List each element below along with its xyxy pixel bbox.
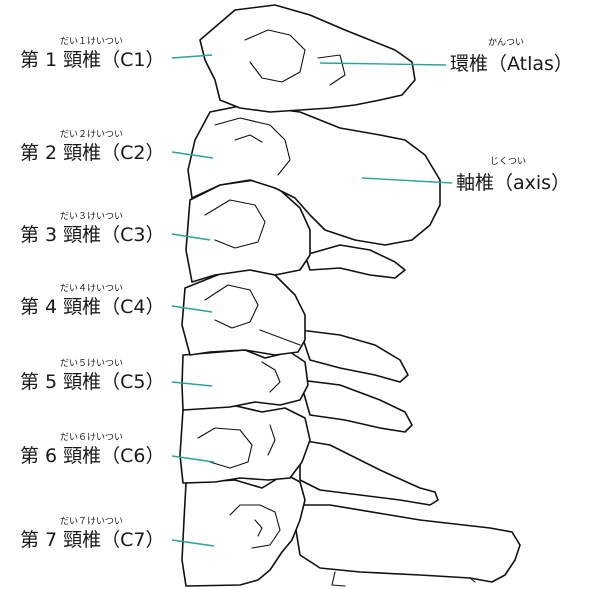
c7-articular-detail: [229, 504, 281, 549]
c3-ruby: だい３けいつい: [60, 211, 123, 222]
axis-label: 軸椎（axis）: [456, 172, 570, 194]
c2-ruby: だい２けいつい: [60, 129, 123, 140]
c5-articular-detail: [261, 361, 281, 393]
c1-ruby: だい１けいつい: [60, 36, 123, 47]
c7-ruby: だい７けいつい: [60, 516, 123, 527]
c7-spinous-process: [291, 504, 521, 583]
c4-ruby: だい４けいつい: [60, 283, 123, 294]
c5-vertebra: [181, 349, 309, 411]
leader-c2: [171, 151, 214, 159]
atlas-ruby: かんつい: [488, 37, 524, 48]
c4-spinous-process: [299, 329, 409, 383]
leader-atlas: [319, 62, 447, 66]
c5-spinous-process: [299, 379, 413, 433]
c7-spinous-detail: [331, 571, 476, 587]
leader-c7: [171, 539, 215, 547]
c1-articular-detail: [244, 29, 346, 86]
leader-c4: [171, 305, 213, 313]
c5-ruby: だい５けいつい: [60, 358, 123, 369]
labels: だい１けいつい 第 1 頸椎（C1） だい２けいつい 第 2 頸椎（C2） だい…: [20, 36, 573, 551]
c4-label: 第 4 頸椎（C4）: [20, 296, 165, 318]
c3-spinous-process: [304, 244, 406, 279]
c4-articular-detail: [204, 284, 301, 346]
c6-articular-detail: [197, 424, 276, 469]
c6-spinous-process: [299, 439, 439, 506]
c6-label: 第 6 頸椎（C6）: [20, 445, 165, 467]
c6-ruby: だい６けいつい: [60, 432, 123, 443]
leader-c1: [171, 54, 213, 59]
leader-c3: [171, 233, 211, 241]
c1-label: 第 1 頸椎（C1）: [20, 49, 165, 71]
c3-articular-detail: [204, 199, 266, 249]
c2-label: 第 2 頸椎（C2）: [20, 142, 165, 164]
leader-axis: [361, 177, 453, 184]
c5-label: 第 5 頸椎（C5）: [20, 371, 165, 393]
c1-atlas-vertebra: [199, 4, 416, 113]
cervical-spine-illustration: [179, 4, 521, 587]
c7-vertebra: [181, 473, 306, 587]
c2-axis-vertebra: [187, 104, 441, 246]
axis-ruby: じくつい: [490, 156, 526, 167]
leader-lines: [171, 54, 453, 547]
c6-vertebra: [179, 404, 311, 484]
c3-label: 第 3 頸椎（C3）: [20, 224, 165, 246]
c2-dens-detail: [214, 117, 291, 176]
c7-label: 第 7 頸椎（C7）: [20, 529, 165, 551]
leader-c6: [171, 455, 215, 463]
atlas-label: 環椎（Atlas）: [450, 53, 573, 75]
leader-c5: [171, 381, 213, 387]
